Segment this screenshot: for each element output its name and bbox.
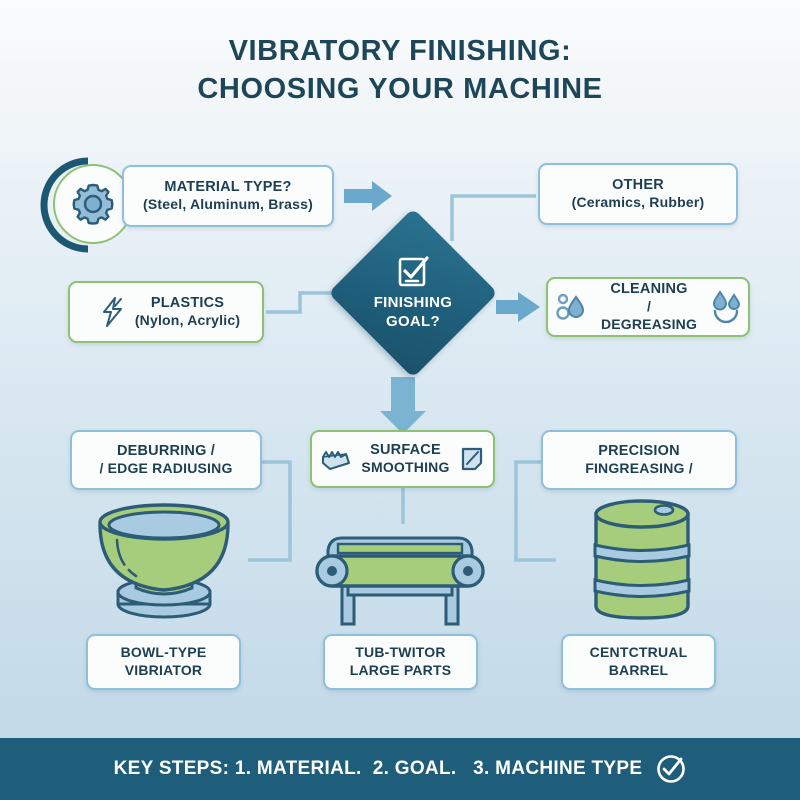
node-other-material-sub: (Ceramics, Rubber)	[571, 194, 705, 211]
material-icon-badge	[46, 157, 140, 251]
node-cleaning-line-1: CLEANING	[610, 280, 688, 297]
node-other-material[interactable]: OTHER (Ceramics, Rubber)	[538, 163, 738, 225]
node-plastics-text: PLASTICS (Nylon, Acrylic)	[135, 294, 240, 330]
lightning-bolt-icon	[102, 296, 122, 327]
node-plastics-sub: (Nylon, Acrylic)	[134, 312, 241, 329]
node-material-type-sub: (Steel, Aluminum, Brass)	[143, 196, 313, 213]
smooth-plate-icon	[461, 447, 482, 471]
water-drop-splash-icon	[712, 290, 741, 324]
decision-label-line-2: GOAL?	[385, 312, 440, 330]
decision-label: FINISHING GOAL?	[374, 294, 453, 331]
node-tub-line-1: TUB-TWITOR	[355, 644, 446, 661]
node-other-material-title: OTHER	[612, 176, 664, 193]
node-bowl-line-2: VIBRIATOR	[124, 662, 203, 678]
check-circle-icon	[657, 755, 686, 783]
node-tub-line-2: LARGE PARTS	[349, 662, 452, 678]
node-precision-fingreasing[interactable]: PRECISION FINGREASING /	[541, 430, 737, 490]
node-cleaning-line-2: / DEGREASING	[600, 298, 698, 333]
node-deburring-line-2: / EDGE RADIUSING	[99, 460, 233, 477]
title-line-2: CHOOSING YOUR MACHINE	[197, 73, 603, 106]
page-title: VIBRATORY FINISHING: CHOOSING YOUR MACHI…	[0, 32, 800, 109]
title-line-1: VIBRATORY FINISHING:	[228, 35, 572, 67]
node-cleaning-degreasing[interactable]: CLEANING / DEGREASING	[546, 277, 750, 337]
water-droplets-icon	[556, 293, 585, 320]
arrow-material-to-decision	[344, 181, 392, 211]
node-bowl-type-vibrator[interactable]: BOWL-TYPE VIBRIATOR	[86, 634, 241, 690]
node-barrel-line-2: BARREL	[608, 662, 669, 678]
node-surface-text: SURFACE SMOOTHING	[361, 441, 449, 477]
node-other-material-text: OTHER (Ceramics, Rubber)	[572, 176, 705, 212]
node-surface-line-1: SURFACE	[370, 441, 441, 458]
gear-icon	[72, 183, 114, 225]
barrel-illustration	[570, 496, 715, 631]
node-cleaning-text: CLEANING / DEGREASING	[597, 280, 701, 334]
node-deburring-line-1: DEBURRING /	[116, 442, 216, 459]
node-barrel-text: CENTCTRUAL BARREL	[590, 644, 688, 680]
node-material-type[interactable]: MATERIAL TYPE? (Steel, Aluminum, Brass)	[122, 165, 334, 227]
rough-surface-icon	[322, 450, 351, 470]
bowl-vibrator-illustration	[84, 500, 244, 631]
node-bowl-line-1: BOWL-TYPE	[120, 644, 207, 661]
node-precision-line-1: PRECISION	[598, 442, 680, 459]
footer-key-steps-text: KEY STEPS: 1. MATERIAL. 2. GOAL. 3. MACH…	[113, 758, 643, 779]
connector-plastics-to-decision	[266, 291, 336, 314]
node-precision-text: PRECISION FINGREASING /	[585, 442, 693, 478]
decision-finishing-goal[interactable]: FINISHING GOAL?	[328, 208, 498, 378]
decision-label-line-1: FINISHING	[373, 294, 453, 312]
node-tub-large-parts[interactable]: TUB-TWITOR LARGE PARTS	[323, 634, 478, 690]
node-barrel-line-1: CENTCTRUAL	[589, 644, 688, 661]
footer-key-steps-bar: KEY STEPS: 1. MATERIAL. 2. GOAL. 3. MACH…	[0, 738, 800, 800]
node-deburring-text: DEBURRING / / EDGE RADIUSING	[99, 442, 232, 478]
node-centrifugal-barrel[interactable]: CENTCTRUAL BARREL	[561, 634, 716, 690]
node-material-type-text: MATERIAL TYPE? (Steel, Aluminum, Brass)	[143, 178, 313, 214]
node-precision-line-2: FINGREASING /	[585, 460, 693, 477]
node-material-type-title: MATERIAL TYPE?	[164, 178, 292, 195]
checklist-icon	[398, 256, 429, 287]
node-surface-smoothing[interactable]: SURFACE SMOOTHING	[310, 430, 495, 488]
arrow-decision-to-surface	[380, 377, 426, 434]
arrow-decision-to-cleaning	[496, 292, 540, 322]
node-bowl-text: BOWL-TYPE VIBRIATOR	[121, 644, 207, 680]
conveyor-tub-illustration	[300, 528, 500, 633]
node-tub-text: TUB-TWITOR LARGE PARTS	[350, 644, 452, 680]
node-plastics-title: PLASTICS	[150, 294, 225, 311]
node-plastics[interactable]: PLASTICS (Nylon, Acrylic)	[68, 281, 264, 343]
node-deburring-edge-radiusing[interactable]: DEBURRING / / EDGE RADIUSING	[70, 430, 262, 490]
node-surface-line-2: SMOOTHING	[361, 459, 450, 476]
